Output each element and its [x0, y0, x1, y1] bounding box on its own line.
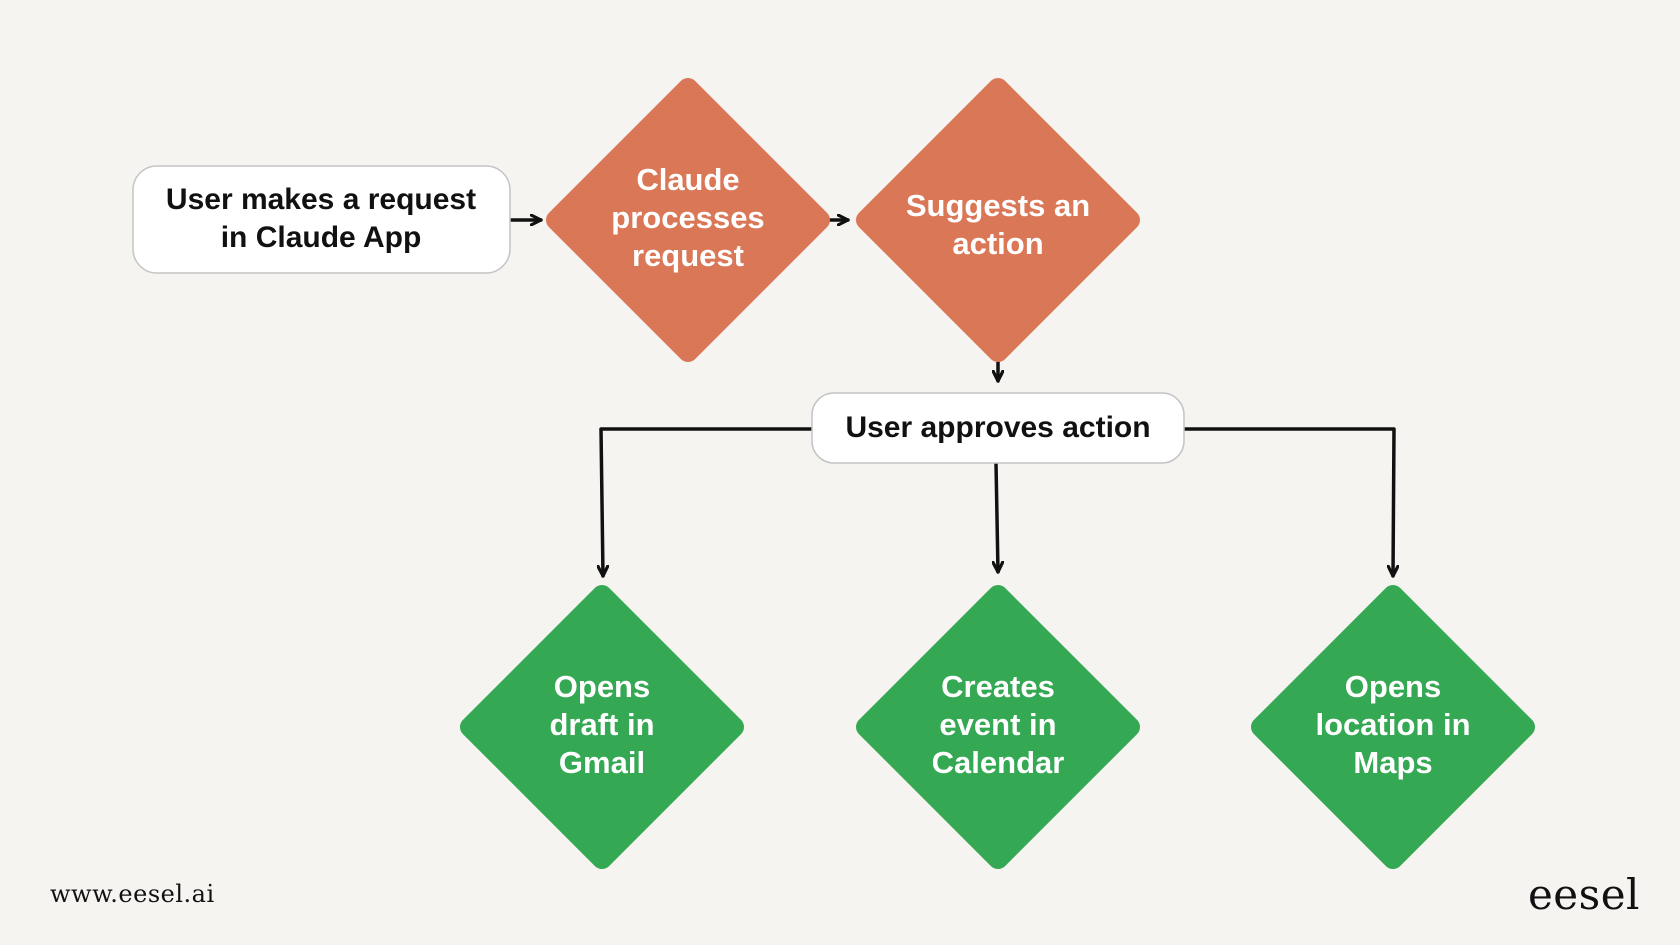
node-maps-line-2: location in — [1316, 707, 1471, 742]
edge-approves-to-calendar — [996, 461, 998, 574]
node-suggests-action-line-1: Suggests an — [906, 188, 1090, 223]
node-calendar-diamond — [856, 585, 1140, 869]
node-claude-processes-line-2: processes — [611, 200, 764, 235]
node-gmail-line-3: Gmail — [559, 745, 645, 780]
node-calendar-line-1: Creates — [941, 669, 1055, 704]
node-suggests-action: Suggests an action — [856, 78, 1140, 362]
node-user-request: User makes a request in Claude App — [132, 165, 511, 274]
node-user-request-line-1: User makes a request — [166, 183, 476, 216]
node-calendar-line-2: event in — [939, 707, 1056, 742]
node-maps-line-3: Maps — [1353, 745, 1432, 780]
node-user-approves: User approves action — [811, 392, 1185, 464]
node-gmail-line-2: draft in — [549, 707, 654, 742]
node-claude-processes-diamond — [546, 78, 830, 362]
node-user-request-box — [132, 165, 511, 274]
node-maps-diamond — [1251, 585, 1535, 869]
node-gmail: Opens draft in Gmail — [460, 585, 744, 869]
node-claude-processes-line-3: request — [632, 238, 744, 273]
node-claude-processes-line-1: Claude — [636, 162, 739, 197]
footer-url: www.eesel.ai — [50, 880, 215, 908]
node-gmail-diamond — [460, 585, 744, 869]
node-calendar-line-3: Calendar — [932, 745, 1065, 780]
node-suggests-action-diamond — [856, 78, 1140, 362]
node-gmail-line-1: Opens — [554, 669, 650, 704]
node-user-approves-box — [811, 392, 1185, 464]
footer-logo: eesel — [1527, 870, 1640, 919]
node-calendar: Creates event in Calendar — [856, 585, 1140, 869]
edge-approves-to-gmail — [601, 427, 814, 578]
edge-approves-to-maps — [1183, 427, 1394, 578]
node-user-approves-line-1: User approves action — [845, 411, 1150, 444]
node-user-request-line-2: in Claude App — [221, 221, 422, 254]
node-maps-line-1: Opens — [1345, 669, 1441, 704]
node-maps: Opens location in Maps — [1251, 585, 1535, 869]
node-claude-processes: Claude processes request — [546, 78, 830, 362]
node-suggests-action-line-2: action — [952, 226, 1043, 261]
